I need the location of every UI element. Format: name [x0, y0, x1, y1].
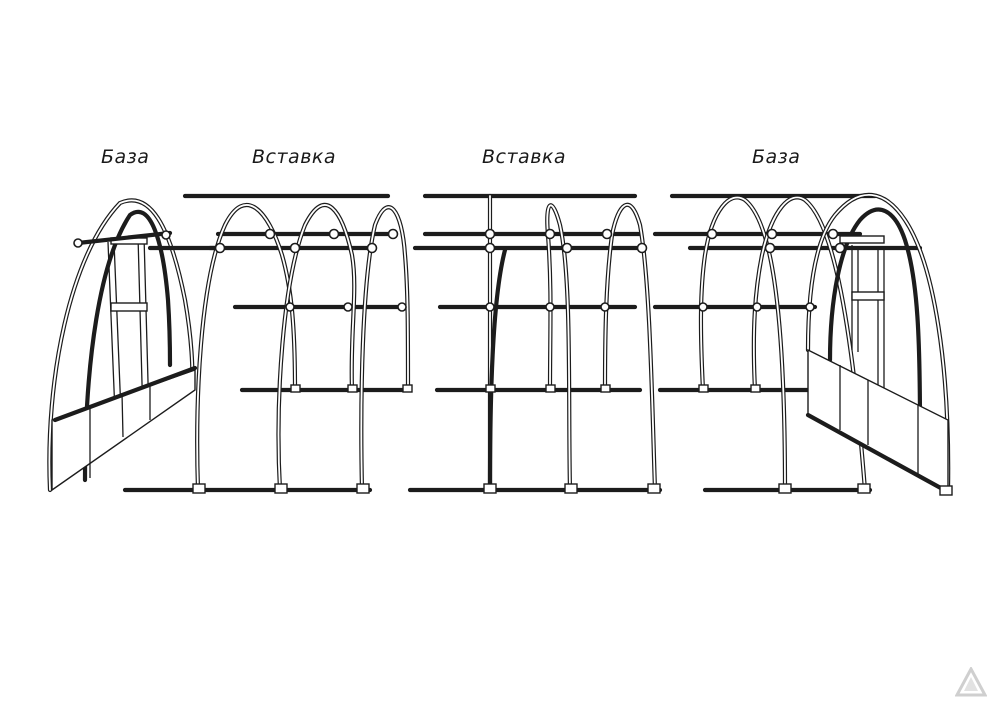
- base-section-right: [652, 192, 953, 496]
- base-section-left: [47, 198, 218, 493]
- label-insert-2: Вставка: [482, 146, 567, 168]
- insert-section-2: [407, 193, 663, 494]
- label-insert-1: Вставка: [252, 146, 337, 168]
- label-base-right: База: [752, 146, 801, 168]
- triangle-logo-icon: [955, 667, 987, 697]
- label-base-left: База: [101, 146, 150, 168]
- insert-section-1: [122, 193, 413, 494]
